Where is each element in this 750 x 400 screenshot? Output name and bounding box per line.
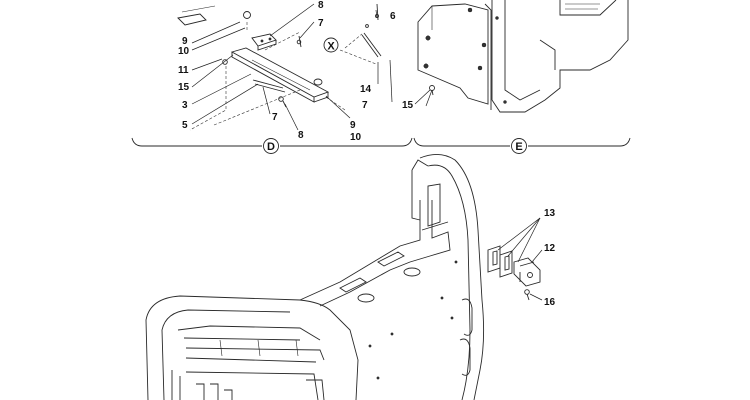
callout-8-bottom: 8 <box>298 130 304 141</box>
section-d-marker: D <box>263 138 279 154</box>
section-e-marker: E <box>511 138 527 154</box>
section-brackets <box>131 137 631 147</box>
callout-10-bottom: 10 <box>350 132 362 143</box>
callout-3: 3 <box>182 100 188 111</box>
bolt-16 <box>524 289 530 301</box>
callout-15: 15 <box>178 82 190 93</box>
callout-10: 10 <box>178 46 190 57</box>
callout-9-bottom: 9 <box>350 120 356 131</box>
callout-13: 13 <box>544 208 556 219</box>
section-d-label: D <box>267 141 275 153</box>
detail-d-leaders <box>191 3 433 131</box>
callout-7-right: 7 <box>362 100 368 111</box>
shim-plates-13 <box>487 245 513 278</box>
callout-5: 5 <box>182 120 188 131</box>
counterweight-assembly <box>145 154 485 400</box>
detail-e-assembly <box>414 0 629 113</box>
detail-x-label: X <box>327 41 335 53</box>
detail-d-assembly: X <box>177 3 382 131</box>
callout-12: 12 <box>544 243 556 254</box>
callout-16: 16 <box>544 297 556 308</box>
callout-11: 11 <box>178 65 189 76</box>
callout-14: 14 <box>360 84 372 95</box>
callout-6: 6 <box>390 11 396 22</box>
callout-9: 9 <box>182 36 188 47</box>
callout-7-top: 7 <box>318 18 324 29</box>
section-e-label: E <box>515 141 522 153</box>
callout-8-top: 8 <box>318 0 324 11</box>
bracket-12 <box>513 257 541 287</box>
callout-7-bottom: 7 <box>272 112 278 123</box>
hardware-leaders <box>497 217 543 301</box>
callout-15-right: 15 <box>402 100 414 111</box>
